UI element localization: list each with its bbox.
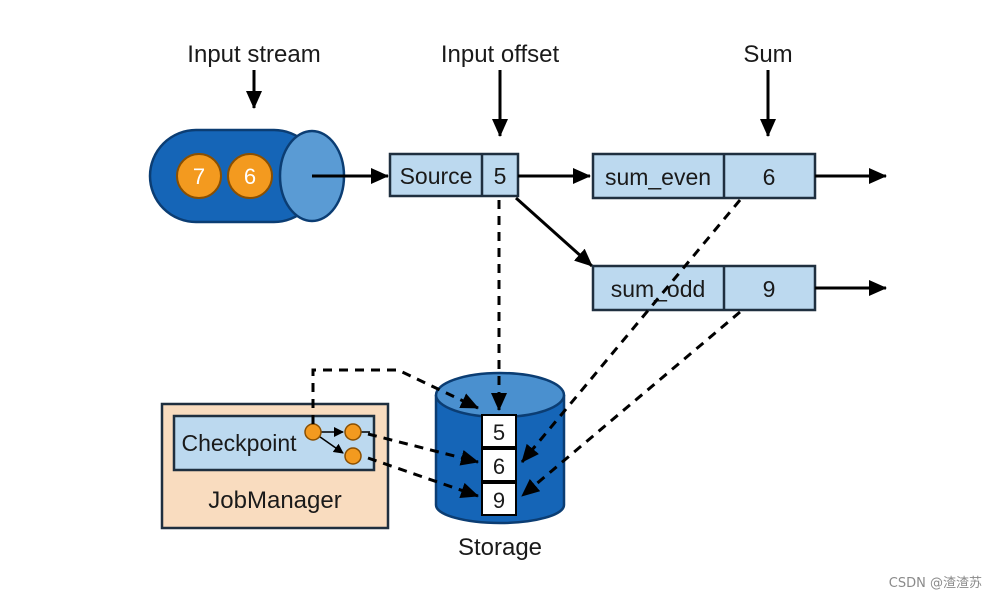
sum-even-state-dashed-arrow [520, 199, 742, 463]
checkpoint-sum-odd-dashed-arrow [367, 456, 479, 499]
checkpoint-node [344, 447, 362, 465]
sum-odd-value: 9 [763, 276, 776, 302]
sum-even-name: sum_even [605, 164, 711, 190]
checkpoint-node [304, 423, 322, 441]
stream-record-6-label: 6 [244, 164, 256, 189]
source-offset: 5 [494, 163, 507, 189]
watermark: CSDN @渣渣苏 [888, 576, 982, 591]
input-offset-label: Input offset [441, 41, 560, 68]
checkpoint-coordinator [172, 414, 376, 472]
input-stream-label: Input stream [187, 41, 320, 68]
checkpoint-node [344, 423, 362, 441]
sum-even-value: 6 [763, 164, 776, 190]
storage-cell-sum-odd [481, 482, 517, 516]
source-to-sum-odd-arrow [514, 196, 594, 268]
source-operator: Source 5 [388, 152, 520, 198]
stream-record-7 [176, 153, 222, 199]
sum-odd-operator: sum_odd 9 [591, 264, 817, 312]
job-manager: JobManager Checkpoint [160, 402, 390, 530]
checkpoint-label: Checkpoint [181, 430, 297, 456]
source-name: Source [400, 163, 473, 189]
sum-label: Sum [743, 41, 792, 68]
storage-cell-sum-even [481, 448, 517, 482]
storage-value-sum-even: 6 [493, 454, 505, 479]
stream-record-6 [227, 153, 273, 199]
storage-value-sum-odd: 9 [493, 488, 505, 513]
storage-cell-offset [481, 414, 517, 448]
checkpoint-offset-dashed-arrow [311, 368, 479, 424]
job-manager-label: JobManager [208, 487, 341, 514]
storage-value-offset: 5 [493, 420, 505, 445]
sum-odd-name: sum_odd [611, 276, 706, 302]
storage-label: Storage [458, 534, 542, 561]
sum-even-operator: sum_even 6 [591, 152, 817, 200]
stream-record-7-label: 7 [193, 164, 205, 189]
checkpoint-sum-even-dashed-arrow [367, 432, 479, 466]
